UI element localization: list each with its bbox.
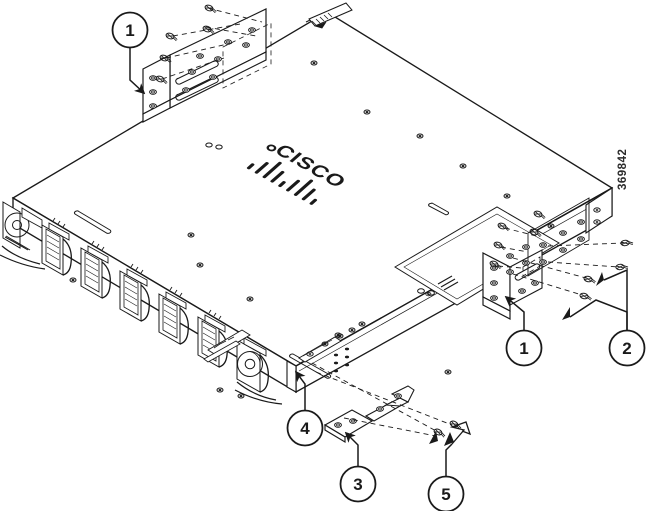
- callout-1-number: 1: [125, 21, 134, 40]
- callout-5[interactable]: 5: [427, 421, 472, 511]
- bracket-ghost-position: [222, 22, 272, 89]
- chassis-body: CISCO: [11, 2, 614, 399]
- callout-5-bubble[interactable]: [427, 475, 465, 511]
- chassis-rear-bracket-mount: [506, 197, 590, 277]
- callout-4-bubble[interactable]: [286, 409, 324, 447]
- front-panel-connector-block: [203, 329, 251, 363]
- callout-5-number: 5: [441, 485, 450, 504]
- fan-module-row: [0, 201, 283, 405]
- rack-mount-bracket-front: [142, 8, 272, 123]
- bracket-front-screws: [154, 3, 263, 85]
- fan-module: [119, 263, 150, 322]
- fan-module: [158, 286, 189, 345]
- chassis-top-fasteners: [69, 60, 555, 399]
- chassis-ground-pad: [286, 321, 366, 393]
- chassis-apex-screw: [305, 2, 353, 29]
- chassis-rear-corner-flange: [585, 186, 613, 235]
- fan-module: [80, 240, 111, 299]
- callout-1-bubble[interactable]: [111, 11, 149, 49]
- callout-2-bubble[interactable]: [608, 329, 646, 367]
- fan-module: [0, 201, 46, 270]
- callout-1b[interactable]: 1: [504, 295, 543, 367]
- fan-module: [41, 217, 72, 276]
- callout-4-number: 4: [300, 419, 310, 438]
- drawing-number: 369842: [617, 149, 629, 190]
- callout-1b-number: 1: [519, 339, 528, 358]
- callout-3[interactable]: 3: [339, 431, 377, 503]
- fan-module: [234, 337, 283, 405]
- callout-3-bubble[interactable]: [339, 465, 377, 503]
- bracket-mounting-screws: [488, 209, 634, 302]
- callout-2-number: 2: [622, 339, 631, 358]
- callout-1b-bubble[interactable]: [505, 329, 543, 367]
- callout-1[interactable]: 1: [111, 11, 149, 95]
- ground-lug: [323, 385, 415, 444]
- ground-lug-screws: [311, 362, 463, 439]
- chassis-top-vent-slots: [74, 202, 449, 379]
- callout-4[interactable]: 4: [286, 370, 324, 447]
- drawing-number-text: 369842: [617, 149, 629, 190]
- callout-2[interactable]: 2: [562, 268, 646, 367]
- chassis-product-label: [437, 275, 459, 291]
- callout-3-number: 3: [353, 475, 362, 494]
